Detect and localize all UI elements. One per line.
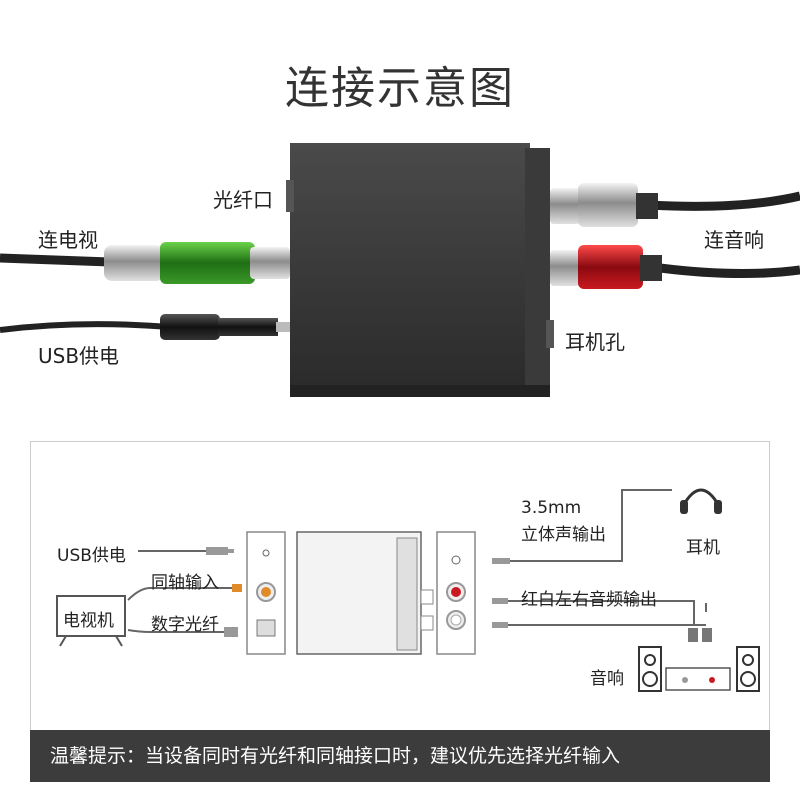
optical-port xyxy=(286,180,294,212)
usb-cable xyxy=(0,321,171,333)
headphone-jack-label: 耳机孔 xyxy=(565,330,625,354)
tv-icon xyxy=(56,595,126,647)
diagram-headphones-label: 耳机 xyxy=(686,538,720,558)
to-speaker-label: 连音响 xyxy=(704,228,764,252)
footer-tip: 温馨提示：当设备同时有光纤和同轴接口时，建议优先选择光纤输入 xyxy=(30,730,770,782)
white-rca-cable xyxy=(649,191,800,211)
converter-box xyxy=(286,143,554,397)
white-rca-plug xyxy=(550,183,658,227)
device-photo xyxy=(0,143,800,397)
red-rca-plug xyxy=(550,245,662,289)
diagram-speakers-label: 音响 xyxy=(590,669,624,689)
coax-connector xyxy=(104,242,290,284)
usb-power-plug xyxy=(160,314,290,340)
connection-diagram xyxy=(56,488,760,692)
speakers-icon xyxy=(638,646,760,692)
usb-power-label: USB供电 xyxy=(38,344,120,368)
diagram-coax-input-label: 同轴输入 xyxy=(151,573,219,593)
page-title: 连接示意图 xyxy=(285,63,515,114)
tv-cable xyxy=(0,253,111,267)
optical-port-label: 光纤口 xyxy=(213,188,273,212)
headphone-port xyxy=(546,320,554,348)
diagram-stereo-out-line2: 立体声输出 xyxy=(521,525,606,545)
diagram-optical-label: 数字光纤 xyxy=(151,615,219,635)
diagram-tv-label: 电视机 xyxy=(63,611,114,631)
to-tv-label: 连电视 xyxy=(38,228,98,252)
headphone-jack-icon xyxy=(451,555,461,565)
diagram-usb-power-label: USB供电 xyxy=(57,546,126,566)
red-rca-cable xyxy=(659,263,800,279)
diagram-stereo-out-line1: 3.5mm xyxy=(521,498,582,518)
diagram-rca-output-label: 红白左右音频输出 xyxy=(521,590,657,610)
headphones-icon xyxy=(680,488,722,514)
optical-jack-icon xyxy=(256,619,276,637)
